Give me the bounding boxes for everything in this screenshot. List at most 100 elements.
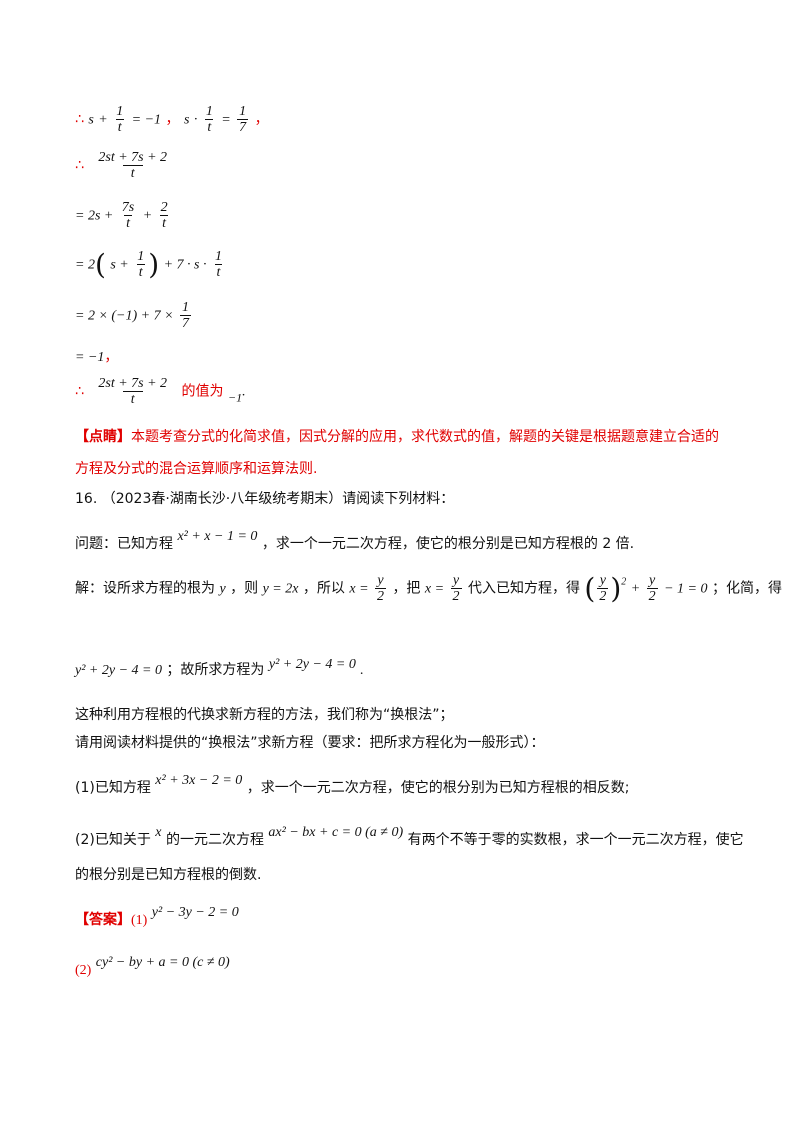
- therefore-symbol: ∴: [75, 111, 84, 128]
- problem-line: 问题：已知方程 x² + x − 1 = 0 ，求一个一元二次方程，使它的根分别…: [75, 522, 634, 559]
- task-line: 请用阅读材料提供的“换根法”求新方程（要求：把所求方程化为一般形式）：: [75, 728, 545, 758]
- solution-simplify: ；化简，得: [711, 580, 782, 597]
- solution-so: ，所以: [302, 580, 345, 597]
- problem-suffix: ，求一个一元二次方程，使它的根分别是已知方程根的 2 倍.: [261, 536, 635, 552]
- part-2-prefix: (2)已知关于: [75, 832, 151, 848]
- fraction-1-over-t: 1 t: [136, 249, 145, 280]
- question-number: 16.: [75, 491, 98, 507]
- result-middle: ；故所求方程为: [166, 662, 265, 678]
- part-1-prefix: (1)已知方程: [75, 780, 151, 796]
- step-4: = −1，: [75, 346, 118, 366]
- comma-end: ，: [254, 111, 269, 128]
- var-y: y: [219, 581, 226, 597]
- answer-2-equation: cy² − by + a = 0 (c ≠ 0): [95, 955, 230, 970]
- fraction-1-over-t: 1 t: [115, 104, 124, 135]
- step-1-prefix: = 2s +: [75, 208, 114, 224]
- answer-2-label: (2): [75, 963, 92, 978]
- fraction-1-over-7: 1 7: [237, 104, 249, 135]
- square-exponent: 2: [621, 576, 627, 588]
- answer-1-label: (1): [131, 913, 148, 928]
- comma: ，: [104, 349, 119, 365]
- inner-s: s +: [110, 257, 129, 273]
- step-4-text: = −1: [75, 350, 105, 365]
- part-2-line-2-text: 的根分别是已知方程根的倒数.: [75, 867, 262, 883]
- equals-sign: =: [221, 112, 231, 128]
- dot-sign: ·: [193, 112, 198, 128]
- fraction-1-over-t-2: 1 t: [214, 249, 223, 280]
- answer-line-1: 【答案】(1) y² − 3y − 2 = 0: [75, 898, 239, 936]
- var-x: x: [155, 825, 162, 840]
- conclusion-line: ∴ 2st + 7s + 2 t 的值为 −1.: [75, 376, 246, 407]
- answer-tag: 【答案】: [75, 912, 131, 928]
- solution-substitute: 代入已知方程，得: [467, 580, 580, 597]
- solution-then: ，则: [230, 580, 259, 597]
- fraction-y-over-2: y 2: [374, 573, 386, 604]
- part-2-suffix: 有两个不等于零的实数根，求一个一元二次方程，使它: [407, 832, 744, 848]
- y-equals-2x: y = 2x: [262, 581, 299, 597]
- fraction-2-over-t: 2 t: [160, 200, 169, 231]
- result-equation-2: y² + 2y − 4 = 0: [268, 657, 356, 672]
- comment-text-2: 方程及分式的混合运算顺序和运算法则.: [75, 461, 318, 477]
- part-1-suffix: ，求一个一元二次方程，使它的根分别为已知方程根的相反数;: [246, 780, 630, 796]
- method-line: 这种利用方程根的代换求新方程的方法，我们称为“换根法”；: [75, 700, 454, 730]
- answer-line-2: (2) cy² − by + a = 0 (c ≠ 0): [75, 948, 230, 986]
- value-text: 的值为: [181, 383, 224, 400]
- var-s-2: s: [183, 112, 190, 128]
- question-16-header: 16. （2023春·湖南长沙·八年级统考期末）请阅读下列材料：: [75, 484, 454, 514]
- var-s: s: [88, 112, 94, 128]
- period: .: [242, 384, 246, 400]
- solution-prefix: 解：设所求方程的根为: [75, 580, 215, 597]
- x-equals: x =: [349, 581, 369, 597]
- comment-line-2: 方程及分式的混合运算顺序和运算法则.: [75, 454, 317, 484]
- therefore-symbol: ∴: [75, 157, 84, 174]
- equals-neg-one: = −1: [131, 112, 162, 128]
- step-2: = 2( s + 1 t ) + 7 · s · 1 t: [75, 248, 226, 281]
- expression-line: ∴ 2st + 7s + 2 t: [75, 150, 177, 181]
- part-2-line: (2)已知关于 x 的一元二次方程 ax² − bx + c = 0 (a ≠ …: [75, 818, 744, 855]
- fraction-y-over-2-b: y 2: [450, 573, 462, 604]
- result-period: .: [360, 663, 364, 678]
- step-3-text: = 2 × (−1) + 7 ×: [75, 308, 174, 324]
- method-text: 这种利用方程根的代换求新方程的方法，我们称为“换根法”；: [75, 707, 454, 723]
- right-paren: ): [610, 572, 622, 605]
- plus-sign: +: [98, 112, 108, 128]
- problem-prefix: 问题：已知方程: [75, 536, 173, 552]
- fraction-1-over-7: 1 7: [180, 300, 192, 331]
- part-2-line-2: 的根分别是已知方程根的倒数.: [75, 860, 261, 890]
- task-text: 请用阅读材料提供的“换根法”求新方程（要求：把所求方程化为一般形式）：: [75, 735, 545, 751]
- main-expression-fraction: 2st + 7s + 2 t: [98, 376, 168, 407]
- part-1-line: (1)已知方程 x² + 3x − 2 = 0 ，求一个一元二次方程，使它的根分…: [75, 766, 629, 803]
- result-equation: y² + 2y − 4 = 0: [75, 663, 162, 678]
- therefore-symbol: ∴: [75, 383, 84, 400]
- part-2-middle: 的一元二次方程: [165, 832, 264, 848]
- fraction-1-over-t-2: 1 t: [205, 104, 214, 135]
- part-1-equation: x² + 3x − 2 = 0: [155, 773, 243, 788]
- fraction-y-over-2-c: y 2: [597, 573, 609, 604]
- value: −1: [227, 390, 243, 405]
- fraction-7s-over-t: 7s t: [121, 200, 135, 231]
- step-1: = 2s + 7s t + 2 t: [75, 200, 172, 231]
- plus-sign: +: [630, 581, 641, 597]
- left-paren: (: [94, 248, 106, 281]
- left-paren: (: [584, 572, 596, 605]
- question-source: （2023春·湖南长沙·八年级统考期末）请阅读下列材料：: [101, 491, 455, 507]
- solution-line: 解：设所求方程的根为 y ，则 y = 2x ，所以 x = y 2 ，把 x …: [75, 572, 782, 605]
- substitution-tail: − 1 = 0: [664, 581, 708, 597]
- comment-text-1: 本题考查分式的化简求值，因式分解的应用，求代数式的值，解题的关键是根据题意建立合…: [131, 429, 719, 445]
- main-expression-fraction: 2st + 7s + 2 t: [98, 150, 168, 181]
- step-3: = 2 × (−1) + 7 × 1 7: [75, 300, 193, 331]
- plus-sign: +: [142, 208, 153, 224]
- fraction-y-over-2-d: y 2: [646, 573, 658, 604]
- x-equals-2: x =: [424, 581, 445, 597]
- solution-put: ，把: [392, 580, 421, 597]
- step-2-middle: + 7 · s ·: [163, 257, 207, 273]
- comma: ，: [165, 111, 180, 128]
- problem-equation: x² + x − 1 = 0: [177, 529, 258, 544]
- comment-tag: 【点睛】: [75, 429, 131, 445]
- answer-1-equation: y² − 3y − 2 = 0: [151, 905, 239, 920]
- right-paren: ): [148, 248, 160, 281]
- comment-line-1: 【点睛】本题考查分式的化简求值，因式分解的应用，求代数式的值，解题的关键是根据题…: [75, 422, 719, 452]
- equation-line-1: ∴ s + 1 t = −1 ， s · 1 t = 1 7 ，: [75, 104, 269, 135]
- result-line: y² + 2y − 4 = 0 ；故所求方程为 y² + 2y − 4 = 0 …: [75, 650, 364, 686]
- part-2-equation: ax² − bx + c = 0 (a ≠ 0): [268, 825, 404, 840]
